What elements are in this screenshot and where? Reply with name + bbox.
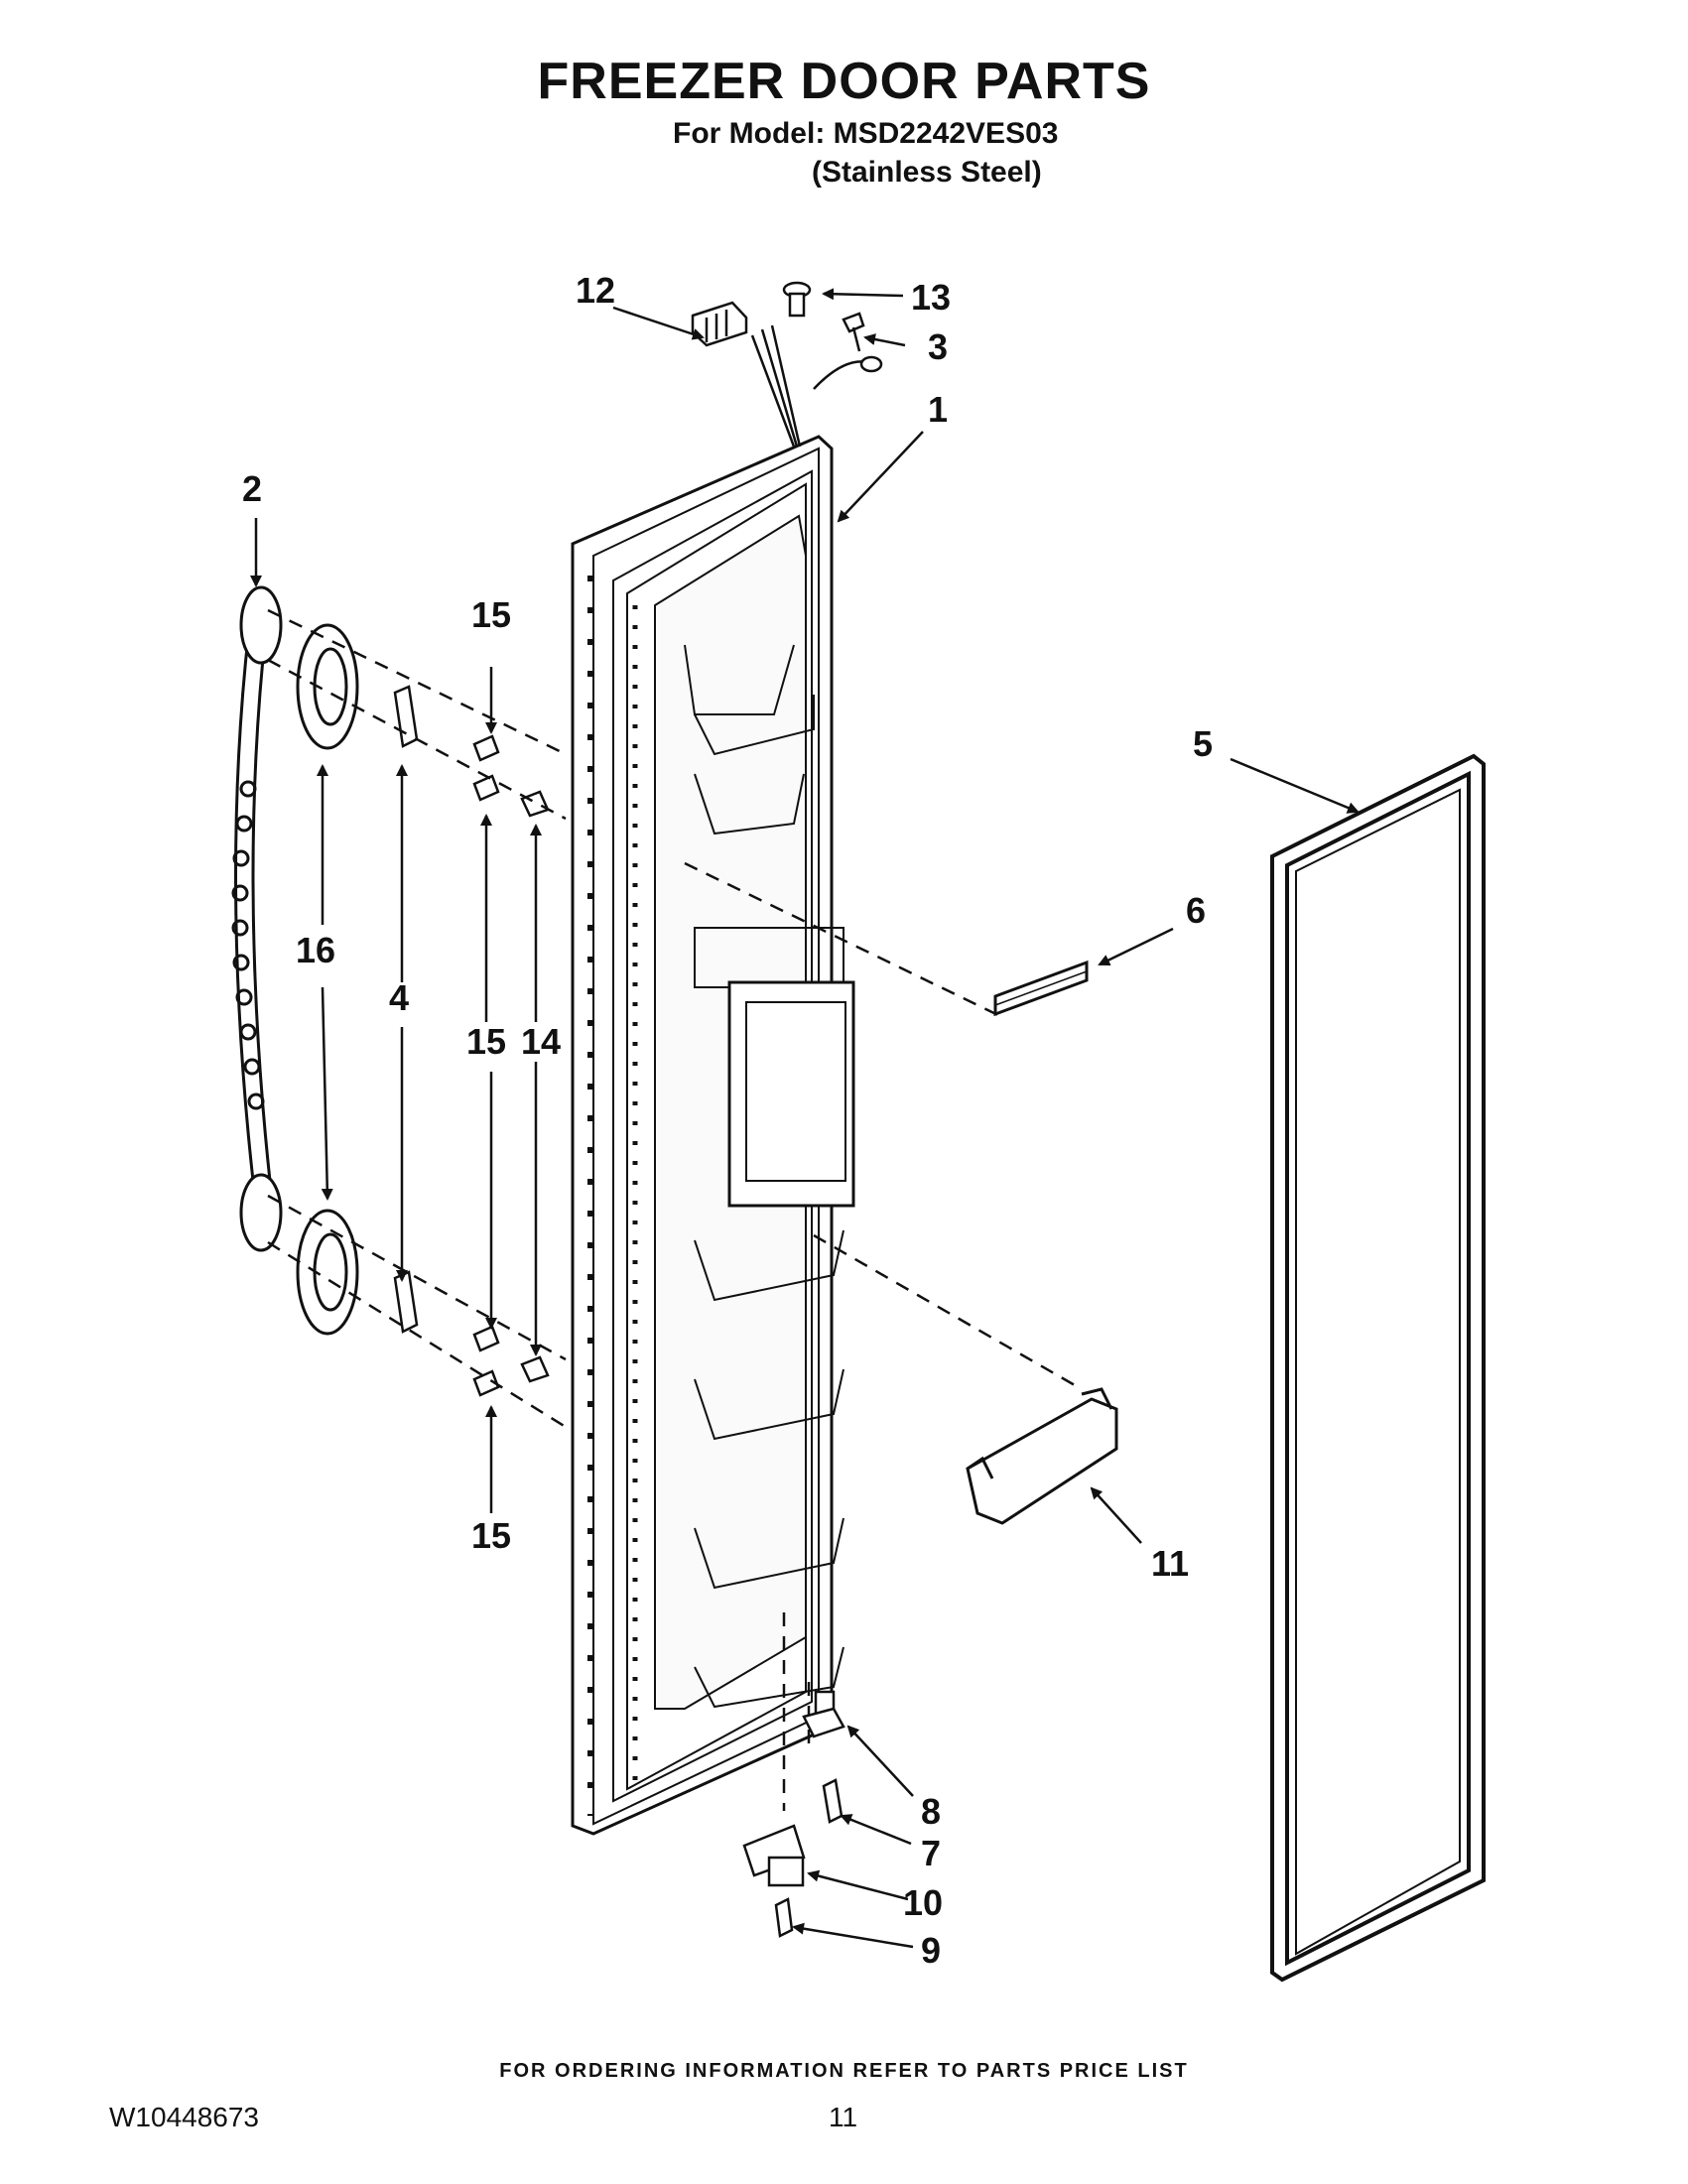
screw-part-3 [842, 312, 865, 352]
door-handle-part-2 [231, 585, 283, 1252]
model-line: For Model: MSD2242VES03 [673, 117, 1059, 150]
callout-1: 1 [928, 389, 948, 430]
callout-3: 3 [928, 326, 948, 367]
callout-leaders [250, 288, 1360, 1949]
document-number: W10448673 [109, 2102, 260, 2132]
wire-harness-part-12 [691, 301, 883, 448]
callout-numbers: 12 13 3 1 2 15 5 6 16 4 15 14 15 11 8 7 … [242, 270, 1213, 1971]
callout-12: 12 [576, 270, 615, 311]
callout-4: 4 [389, 977, 409, 1018]
page-title: FREEZER DOOR PARTS [537, 53, 1151, 110]
callout-8: 8 [921, 1791, 941, 1832]
callout-16: 16 [296, 930, 335, 970]
callout-11: 11 [1151, 1543, 1189, 1584]
callout-13: 13 [911, 277, 951, 318]
door-bin-part-11 [966, 1387, 1118, 1525]
callout-10: 10 [903, 1882, 943, 1923]
callout-15-top: 15 [471, 594, 511, 635]
handle-screws-part-15 [472, 734, 500, 1397]
callout-5: 5 [1193, 723, 1213, 764]
callout-14: 14 [521, 1021, 561, 1062]
handle-end-cap-part-16 [296, 623, 359, 1336]
plug-part-13 [782, 281, 812, 318]
callout-15-mid: 15 [466, 1021, 506, 1062]
assembly-dashed-lines [267, 608, 1083, 1811]
callout-2: 2 [242, 468, 262, 509]
callout-9: 9 [921, 1930, 941, 1971]
door-panel-part-1 [571, 435, 855, 1836]
finish-line: (Stainless Steel) [812, 156, 1042, 189]
callout-7: 7 [921, 1833, 941, 1873]
callout-15-bottom: 15 [471, 1515, 511, 1556]
ordering-note: FOR ORDERING INFORMATION REFER TO PARTS … [499, 2060, 1189, 2082]
page-number: 11 [829, 2102, 858, 2132]
callout-6: 6 [1186, 890, 1206, 931]
door-gasket-part-5 [1270, 753, 1486, 1983]
hinge-parts-7-8-9-10 [742, 1690, 845, 1938]
trim-strip-part-6 [993, 960, 1089, 1017]
